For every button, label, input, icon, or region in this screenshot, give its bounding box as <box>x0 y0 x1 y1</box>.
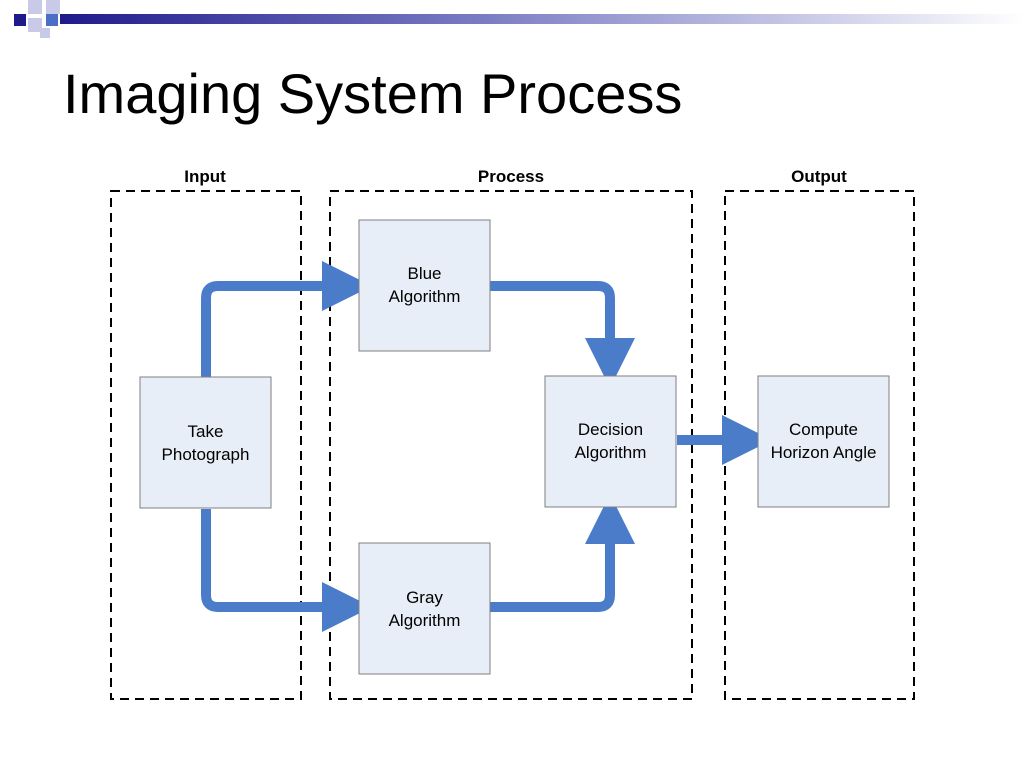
group-label-process: Process <box>478 167 544 186</box>
node-box <box>358 542 491 675</box>
node-decision-algorithm: Decision Algorithm <box>544 375 677 508</box>
node-blue-algorithm: Blue Algorithm <box>358 219 491 352</box>
checker-square <box>28 0 42 14</box>
slide-title: Imaging System Process <box>63 62 683 125</box>
checker-square <box>40 28 50 38</box>
node-label-line2: Algorithm <box>389 611 461 630</box>
title-decoration <box>14 0 1024 38</box>
node-label-line2: Photograph <box>162 445 250 464</box>
checker-square <box>46 14 58 26</box>
node-label-line2: Algorithm <box>389 287 461 306</box>
group-label-output: Output <box>791 167 847 186</box>
input-group-border <box>110 190 302 700</box>
checker-square <box>14 14 26 26</box>
arrow-gray-to-decision <box>490 494 635 612</box>
node-gray-algorithm: Gray Algorithm <box>358 542 491 675</box>
checker-square <box>28 18 42 32</box>
node-box <box>757 375 890 508</box>
node-label-line1: Decision <box>578 420 643 439</box>
node-label-line1: Blue <box>407 264 441 283</box>
group-label-input: Input <box>184 167 226 186</box>
arrow-blue-to-decision <box>490 281 635 388</box>
node-label-line2: Algorithm <box>575 443 647 462</box>
checker-square <box>46 0 60 14</box>
arrow-photo-to-blue <box>201 261 372 377</box>
node-box <box>139 376 272 509</box>
title-gradient-bar <box>60 14 1024 24</box>
arrow-photo-to-gray <box>201 509 372 632</box>
node-label-line1: Compute <box>789 420 858 439</box>
node-label-line2: Horizon Angle <box>771 443 877 462</box>
node-label-line1: Take <box>188 422 224 441</box>
node-label-line1: Gray <box>406 588 443 607</box>
node-compute-horizon-angle: Compute Horizon Angle <box>757 375 890 508</box>
node-box <box>544 375 677 508</box>
node-take-photograph: Take Photograph <box>139 376 272 509</box>
node-box <box>358 219 491 352</box>
